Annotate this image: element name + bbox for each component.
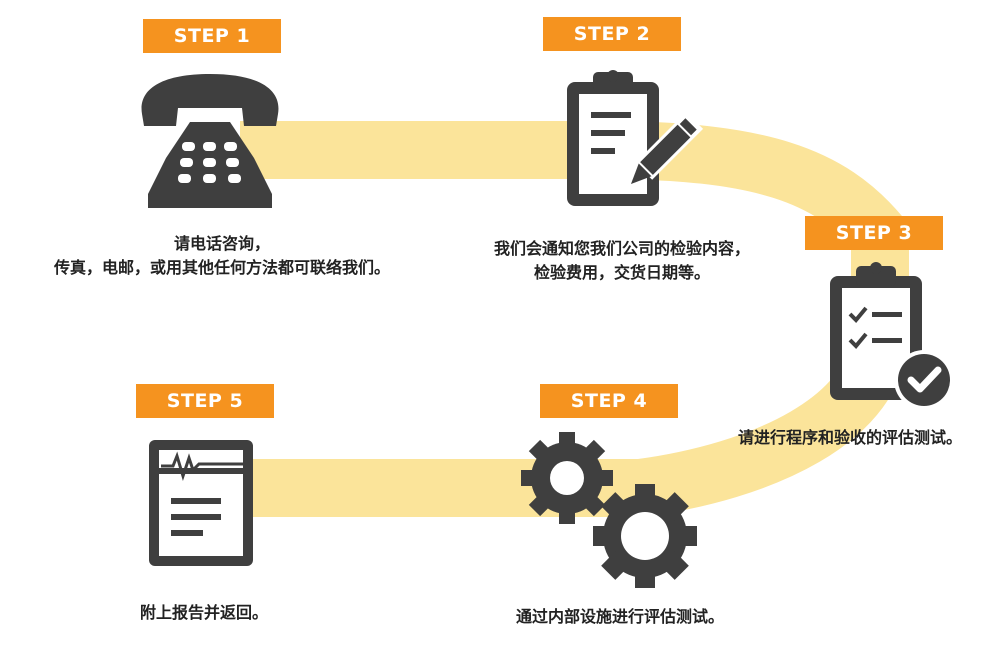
step-3-badge: STEP 3: [805, 216, 943, 250]
step-1-caption-line-2: 传真，电邮，或用其他任何方法都可联络我们。: [53, 258, 390, 277]
step-4-caption: 通过内部设施进行评估测试。: [470, 605, 770, 629]
report-icon: [149, 440, 253, 566]
step-2-caption: 我们会通知您我们公司的检验内容， 检验费用，交货日期等。: [430, 237, 814, 285]
step-1-caption-line-1: 请电话咨询，: [173, 234, 270, 253]
step-5-caption-line-1: 附上报告并返回。: [139, 603, 268, 622]
step-1-badge: STEP 1: [143, 19, 281, 53]
clipboard-check-icon: [830, 262, 954, 410]
step-5-badge: STEP 5: [136, 384, 274, 418]
step-3-caption: 请进行程序和验收的评估测试。: [700, 426, 1000, 450]
step-4-badge: STEP 4: [540, 384, 678, 418]
gears-icon: [521, 432, 697, 588]
telephone-icon: [141, 74, 279, 208]
step-3-caption-line-1: 请进行程序和验收的评估测试。: [737, 428, 962, 447]
clipboard-pencil-icon: [567, 70, 704, 206]
step-5-caption: 附上报告并返回。: [104, 601, 304, 625]
step-2-badge: STEP 2: [543, 17, 681, 51]
step-4-caption-line-1: 通过内部设施进行评估测试。: [515, 607, 724, 626]
step-2-caption-line-2: 检验费用，交货日期等。: [533, 263, 710, 282]
step-1-caption: 请电话咨询， 传真，电邮，或用其他任何方法都可联络我们。: [0, 232, 444, 280]
step-2-caption-line-1: 我们会通知您我们公司的检验内容，: [493, 239, 750, 258]
